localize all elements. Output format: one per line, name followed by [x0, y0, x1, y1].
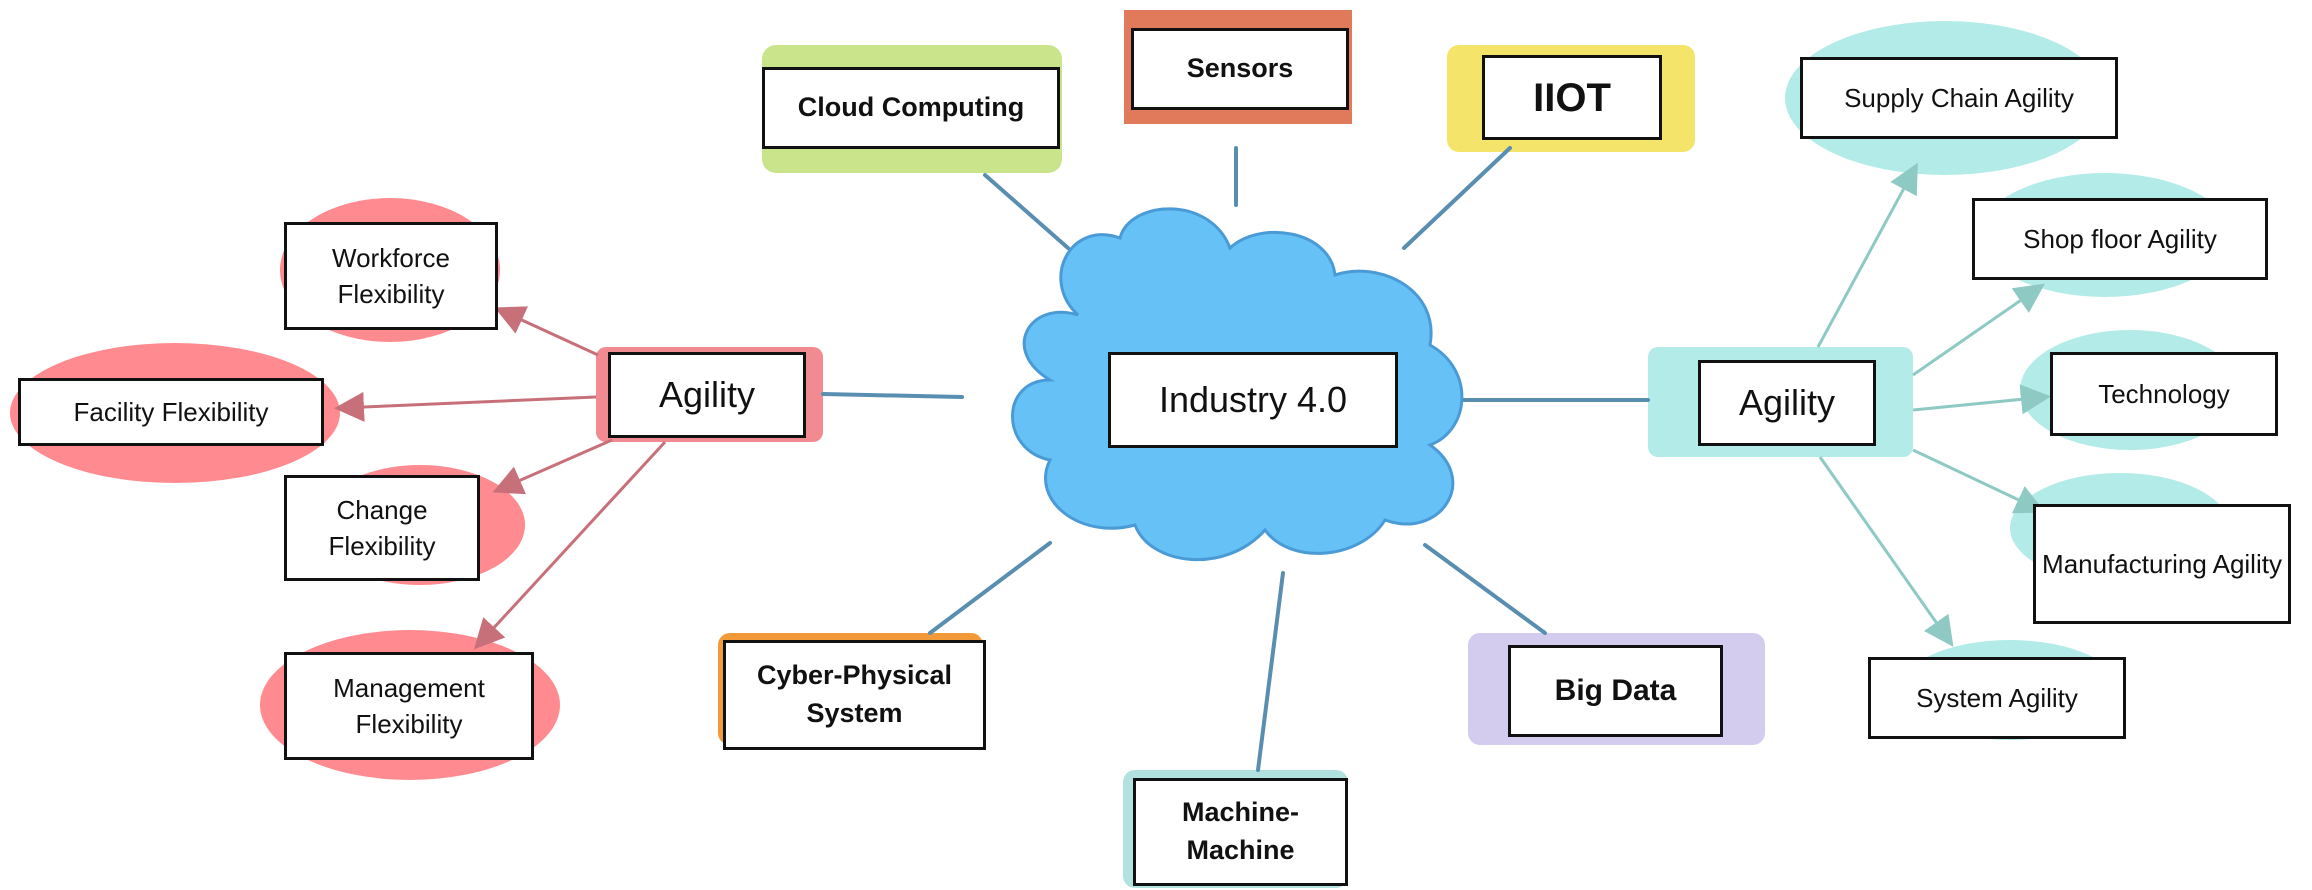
industry-4-label: Industry 4.0 — [1108, 352, 1398, 448]
big-data-label: Big Data — [1508, 645, 1723, 737]
connector-big-data — [1423, 543, 1547, 635]
left-agility-label: Agility — [608, 352, 806, 438]
machine-machine-label: Machine-Machine — [1133, 778, 1348, 886]
supply-chain-agility-label: Supply Chain Agility — [1800, 57, 2118, 139]
arrow-to-facility — [334, 391, 597, 422]
technology-label: Technology — [2050, 352, 2278, 436]
arrow-to-workforce — [494, 306, 599, 357]
shop-floor-agility-label: Shop floor Agility — [1972, 198, 2268, 280]
facility-flexibility-label: Facility Flexibility — [18, 378, 324, 446]
cyber-physical-label: Cyber-Physical System — [723, 640, 986, 750]
arrow-to-supply-chain — [1816, 162, 1918, 348]
manufacturing-agility-label: Manufacturing Agility — [2033, 504, 2291, 624]
arrow-to-technology — [1912, 384, 2051, 415]
workforce-flexibility-label: Workforce Flexibility — [284, 222, 498, 330]
arrow-to-management — [473, 440, 667, 650]
system-agility-label: System Agility — [1868, 657, 2126, 739]
arrow-to-change — [492, 438, 613, 495]
right-agility-label: Agility — [1698, 360, 1876, 446]
connector-machine-machine — [1256, 571, 1285, 772]
cloud-computing-label: Cloud Computing — [762, 67, 1060, 149]
management-flexibility-label: Management Flexibility — [284, 652, 534, 760]
sensors-label: Sensors — [1131, 28, 1349, 110]
connector-cloud-computing — [983, 173, 1070, 250]
connector-cyber-physical — [928, 541, 1052, 635]
iiot-label: IIOT — [1482, 55, 1662, 140]
connector-left-agility — [821, 392, 964, 399]
arrow-to-shop-floor — [1912, 283, 2045, 377]
change-flexibility-label: Change Flexibility — [284, 475, 480, 581]
arrow-to-system-agility — [1818, 456, 1954, 647]
arrow-to-manufacturing — [1912, 448, 2046, 514]
connector-iiot — [1402, 146, 1512, 250]
